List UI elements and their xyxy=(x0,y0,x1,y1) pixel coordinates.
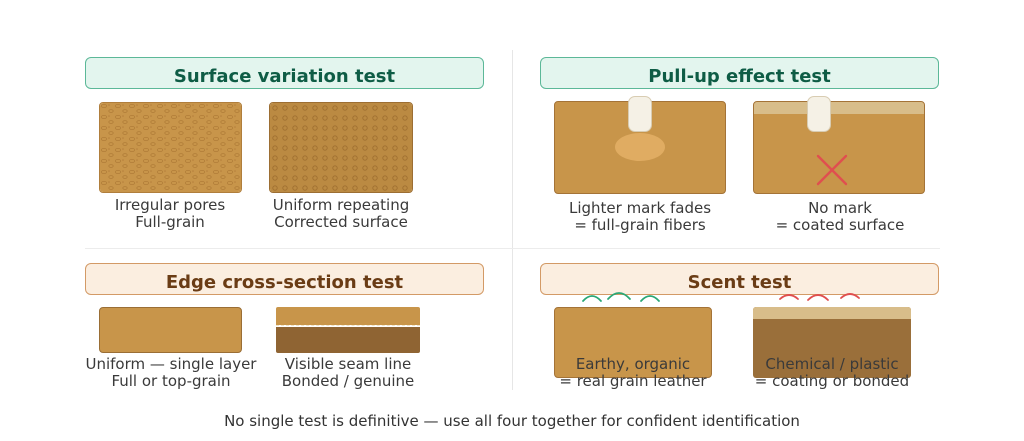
seam-line xyxy=(276,325,420,326)
edge-test-title: Edge cross-section test xyxy=(85,263,484,295)
bonded-edge xyxy=(276,307,420,353)
caption-line: Corrected surface xyxy=(274,213,408,231)
surface-right-caption: Uniform repeating Corrected surface xyxy=(261,197,421,231)
scent-left-caption: Earthy, organic = real grain leather xyxy=(553,356,713,390)
surface-test-title: Surface variation test xyxy=(85,57,484,89)
coating-layer xyxy=(754,102,924,114)
scent-right-caption: Chemical / plastic = coating or bonded xyxy=(752,356,912,390)
thumb-press-icon xyxy=(807,96,831,132)
caption-line: Irregular pores xyxy=(114,196,226,214)
thumb-press-icon xyxy=(628,96,652,132)
pleasant-scent-waves-icon xyxy=(582,292,660,302)
bottom-layer xyxy=(276,327,420,353)
caption-line: Bonded / genuine xyxy=(281,372,415,390)
real-leather-sample xyxy=(554,307,712,378)
uniform-pores-swatch xyxy=(269,102,413,193)
caption-line: = coated surface xyxy=(775,216,905,234)
pullup-coated-swatch xyxy=(753,101,925,194)
single-layer-edge xyxy=(99,307,242,353)
pullup-right-caption: No mark = coated surface xyxy=(760,200,920,234)
chemical-scent-waves-icon xyxy=(779,293,860,301)
surface-left-caption: Irregular pores Full-grain xyxy=(95,197,245,231)
caption-line: = coating or bonded xyxy=(754,372,910,390)
scent-test-title: Scent test xyxy=(540,263,939,295)
caption-line: = full-grain fibers xyxy=(574,216,706,234)
caption-line: Lighter mark fades xyxy=(568,199,712,217)
coating-layer xyxy=(753,307,911,319)
caption-line: Full-grain xyxy=(135,213,205,231)
caption-line: = real grain leather xyxy=(559,372,707,390)
lighter-mark xyxy=(615,133,665,161)
vertical-divider xyxy=(512,50,513,390)
footer-note: No single test is definitive — use all f… xyxy=(224,412,800,430)
caption-line: Earthy, organic xyxy=(575,355,691,373)
horizontal-divider xyxy=(85,248,940,249)
edge-left-caption: Uniform — single layer Full or top-grain xyxy=(82,356,260,390)
cross-icon xyxy=(816,154,848,186)
caption-line: No mark xyxy=(808,199,872,217)
caption-line: Chemical / plastic xyxy=(765,355,899,373)
top-layer xyxy=(276,307,420,325)
pullup-left-caption: Lighter mark fades = full-grain fibers xyxy=(560,200,720,234)
caption-line: Full or top-grain xyxy=(111,372,231,390)
edge-right-caption: Visible seam line Bonded / genuine xyxy=(268,356,428,390)
irregular-pores-swatch xyxy=(99,102,242,193)
caption-line: Uniform repeating xyxy=(272,196,410,214)
coated-leather-sample xyxy=(753,307,911,378)
caption-line: Uniform — single layer xyxy=(85,355,257,373)
caption-line: Visible seam line xyxy=(284,355,412,373)
pullup-test-title: Pull-up effect test xyxy=(540,57,939,89)
